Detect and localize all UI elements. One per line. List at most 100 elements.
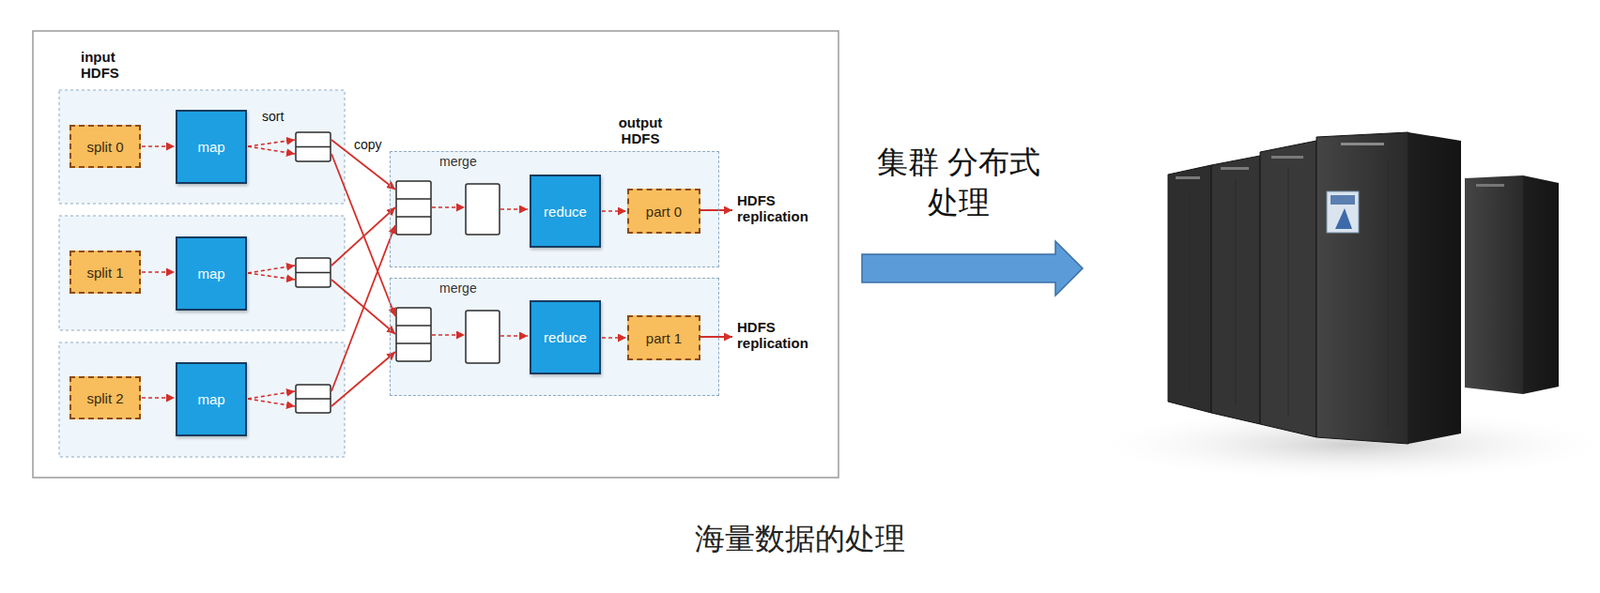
dashed-arrow	[431, 334, 465, 337]
part-box: part 1	[627, 315, 701, 361]
copy-arrow	[331, 207, 396, 266]
dashed-arrow	[247, 273, 295, 280]
cabinet	[1464, 175, 1524, 395]
copy-arrow	[331, 225, 396, 392]
merged-file	[465, 310, 500, 364]
dashed-arrow	[601, 210, 627, 213]
map-box: map	[175, 362, 247, 437]
map-to-sort	[247, 139, 528, 407]
step-label: merge	[439, 153, 477, 170]
dashed-arrow	[247, 146, 295, 154]
dashed-arrow	[247, 265, 295, 274]
buffer	[295, 258, 331, 288]
cabinet	[1260, 140, 1317, 438]
buffer	[295, 384, 331, 414]
copy-arrow	[331, 352, 396, 407]
dashed-arrow	[601, 337, 627, 339]
cabinet-badge	[1271, 155, 1304, 159]
dashed-arrow	[247, 139, 295, 147]
step-label: sort	[261, 108, 300, 124]
label-holder: HDFS replication	[737, 319, 831, 353]
output-arrows	[700, 210, 733, 338]
output-band: merge reduce part 0	[389, 151, 720, 268]
panel-graphic	[1335, 208, 1353, 230]
label-holder: sort	[261, 108, 300, 124]
box-text: map	[197, 265, 225, 282]
cabinet	[1211, 155, 1261, 425]
sort-buffers	[295, 132, 331, 414]
front-panel	[1326, 191, 1359, 233]
label-holder: 集群 分布式处理	[864, 142, 1053, 224]
buffer	[295, 132, 331, 162]
stack	[396, 307, 431, 362]
split-box: split 0	[69, 124, 141, 169]
split-box: split 1	[69, 250, 141, 294]
cabinet-badge	[1340, 142, 1385, 146]
box-text: part 1	[646, 330, 682, 347]
cabinet-badge	[1175, 176, 1200, 180]
reduce-box: reduce	[529, 174, 601, 248]
output-arrow	[700, 336, 733, 339]
input-band	[59, 342, 345, 458]
box-text: part 0	[646, 203, 682, 220]
band-fill	[389, 277, 720, 397]
store-label: HDFS replication	[737, 319, 831, 353]
label-holder: copy	[353, 137, 396, 153]
frame	[32, 30, 839, 478]
block-arrow	[861, 241, 1083, 296]
panel-graphic	[1330, 195, 1355, 205]
step-label: copy	[353, 137, 396, 153]
output-arrow	[700, 209, 733, 212]
cabinet	[1168, 165, 1212, 414]
stack-divider	[396, 215, 431, 218]
vent-line	[1387, 159, 1389, 429]
copy-arrow	[331, 153, 396, 317]
buffer-divider	[295, 272, 331, 275]
map-box: map	[175, 109, 247, 185]
box-text: split 2	[86, 390, 124, 407]
label-holder: input HDFS	[80, 48, 134, 82]
cabinet-side	[1408, 132, 1462, 445]
dashed-arrow	[500, 208, 528, 211]
band-fill	[389, 151, 720, 268]
input-band	[59, 215, 345, 331]
box-text: map	[197, 391, 225, 408]
server-illustration	[1079, 132, 1600, 483]
input-band	[59, 90, 345, 204]
box-text: reduce	[543, 203, 587, 220]
stack-divider	[396, 324, 431, 327]
step-label: merge	[439, 280, 477, 296]
box-text: split 1	[86, 264, 124, 281]
label-holder: output HDFS	[607, 114, 674, 148]
vent-line	[1235, 178, 1237, 406]
dashed-arrow	[247, 399, 295, 407]
reduce-box: reduce	[529, 300, 601, 375]
map-box: map	[175, 236, 247, 311]
box-text: split 0	[86, 138, 124, 155]
buffer-divider	[295, 146, 331, 149]
dashed-arrow	[141, 271, 175, 274]
cabinet-badge	[1476, 184, 1505, 187]
store-label: output HDFS	[607, 114, 674, 148]
arrow-label: 集群 分布式处理	[864, 142, 1053, 224]
box-text: map	[197, 138, 225, 155]
vent-line	[1288, 169, 1290, 417]
stack	[396, 181, 431, 235]
cabinet-badge	[1220, 167, 1249, 170]
caption: 海量数据的处理	[694, 522, 906, 556]
dashed-arrow	[500, 335, 528, 338]
buffer-divider	[295, 398, 331, 400]
cabinet-side	[1523, 175, 1559, 395]
dashed-arrow	[141, 397, 175, 400]
cabinet	[1316, 132, 1409, 445]
split-box: split 2	[69, 376, 141, 420]
part-box: part 0	[627, 188, 701, 234]
stack-divider	[396, 198, 431, 200]
copy-lines	[331, 139, 396, 407]
dashed-arrow	[431, 206, 465, 209]
box-text: reduce	[543, 329, 587, 346]
vent-line	[1189, 187, 1191, 395]
dashed-arrow	[247, 391, 295, 400]
merged-file	[465, 184, 500, 235]
